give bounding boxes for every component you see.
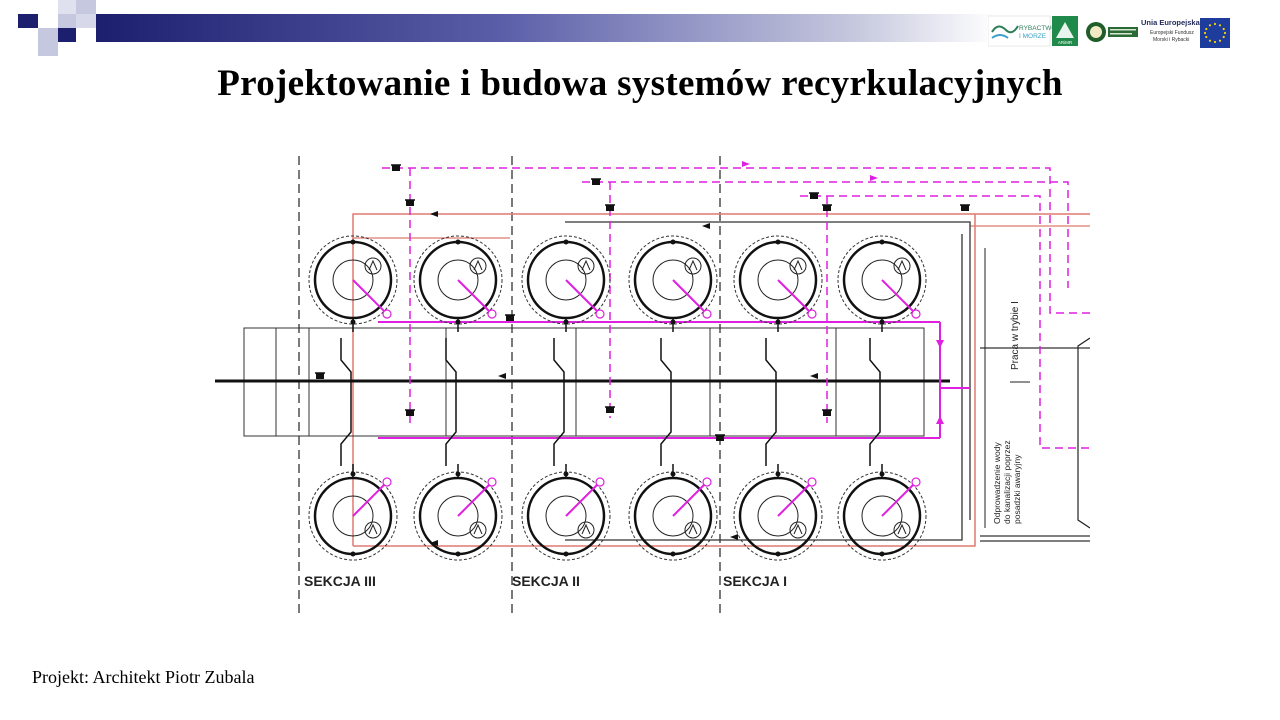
fish-tank [308, 381, 398, 561]
fish-tank [628, 235, 718, 381]
morze-text: I MORZE [1019, 33, 1047, 40]
note-bracket [984, 248, 1030, 528]
main-pipe-loop [565, 221, 1090, 542]
fish-tank [521, 235, 611, 381]
fish-tank [413, 235, 503, 381]
supply-arrows [742, 161, 944, 424]
valve-icon [822, 204, 832, 211]
outlet-note-line2: do kanalizacji poprzez [1002, 440, 1012, 524]
valve-icon [591, 178, 601, 185]
eu-title: Unia Europejska [1141, 18, 1201, 27]
return-water-secondary [353, 225, 1090, 239]
outlet-note-line1: Odprowadzenie wody [992, 442, 1002, 524]
project-credit: Projekt: Architekt Piotr Zubala [32, 667, 255, 687]
eu-logo: Unia Europejska Europejski Fundusz Morsk… [1141, 18, 1230, 48]
rybactwo-logo: RYBACTWO I MORZE ARiMR [988, 15, 1078, 47]
fish-tank [837, 381, 927, 561]
valve-icon [605, 406, 615, 413]
arimr-text: ARiMR [1058, 40, 1073, 45]
section-label-2: SEKCJA II [512, 573, 580, 589]
valve-icon [405, 199, 415, 206]
section-label-1: SEKCJA I [723, 573, 787, 589]
tanks-group [308, 164, 970, 561]
recirculation-system-diagram: SEKCJA III SEKCJA II SEKCJA I Praca w tr… [215, 156, 1090, 618]
sponsor-logos: RYBACTWO I MORZE ARiMR Unia Europejska E… [988, 15, 1230, 48]
return-water-pipes [352, 213, 1090, 547]
section-dividers [298, 156, 721, 618]
valve-icon [315, 372, 325, 379]
rybactwo-text: RYBACTWO [1019, 25, 1056, 32]
valve-icon [391, 164, 401, 171]
eu-fund-line1: Europejski Fundusz [1150, 30, 1194, 36]
fish-tank [308, 235, 398, 381]
fish-tank [733, 381, 823, 561]
valve-icon [505, 314, 515, 321]
eu-fund-line2: Morski i Rybacki [1153, 37, 1189, 43]
ministry-logo [1086, 22, 1138, 42]
flow-arrows [430, 211, 818, 546]
valve-icon [809, 192, 819, 199]
valve-icon [715, 434, 725, 441]
mode-label: Praca w trybie I [1010, 301, 1021, 370]
header-decoration [18, 0, 996, 56]
valve-icon [960, 204, 970, 211]
valve-icon [405, 409, 415, 416]
fish-tank [413, 381, 503, 561]
fish-tank [521, 381, 611, 561]
fish-tank [733, 235, 823, 381]
oxygen-supply-lines [382, 167, 1090, 449]
valve-icon [822, 409, 832, 416]
fish-tank [628, 381, 718, 561]
valve-icon [605, 204, 615, 211]
outlet-note-line3: posadzki awaryjny [1012, 454, 1022, 524]
outlet-note: Odprowadzenie wody do kanalizacji poprze… [992, 440, 1022, 524]
section-label-3: SEKCJA III [304, 573, 376, 589]
fish-tank [837, 235, 927, 381]
filter-unit-outline [1077, 337, 1090, 529]
slide-title: Projektowanie i budowa systemów recyrkul… [217, 63, 1063, 104]
